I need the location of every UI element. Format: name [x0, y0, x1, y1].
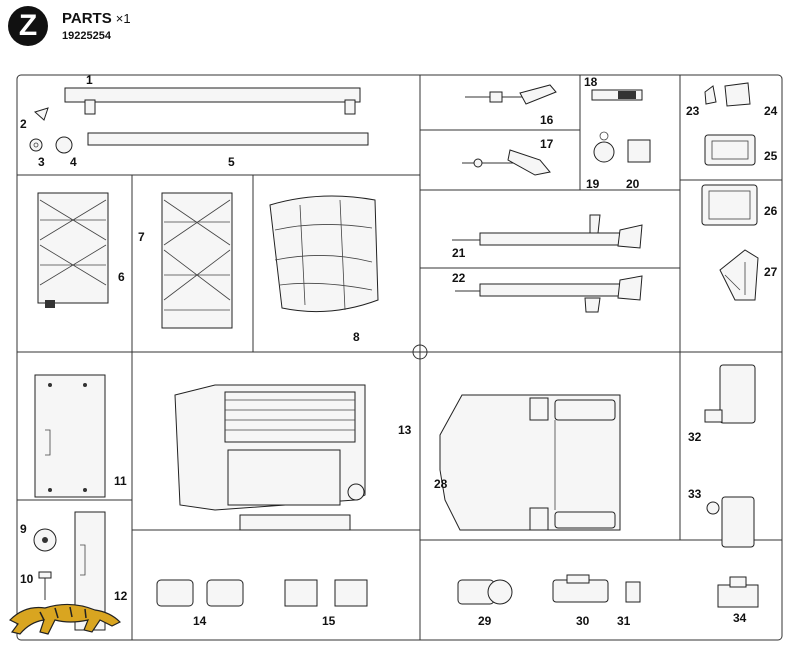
- part-33: [706, 496, 755, 548]
- part-6: [37, 192, 109, 308]
- part-number-18: 18: [584, 75, 598, 89]
- part-21: [452, 214, 643, 249]
- part-number-29: 29: [478, 614, 492, 628]
- part-8: [269, 195, 379, 313]
- part-10: [38, 571, 52, 600]
- sprue-hub: [412, 344, 428, 360]
- quantity-multiplier: ×1: [115, 11, 131, 26]
- part-number-23: 23: [686, 104, 700, 118]
- part-number-25: 25: [764, 149, 778, 163]
- part-number-1: 1: [86, 73, 93, 87]
- part-29: [457, 579, 513, 605]
- part-number-34: 34: [733, 611, 747, 625]
- part-number-7: 7: [138, 230, 145, 244]
- part-number-4: 4: [70, 155, 77, 169]
- part-20: [627, 139, 651, 163]
- part-number-20: 20: [626, 177, 640, 191]
- part-2: [34, 107, 49, 121]
- part-number-6: 6: [118, 270, 125, 284]
- part-number-28: 28: [434, 477, 448, 491]
- part-13: [174, 384, 366, 531]
- part-27: [719, 249, 759, 301]
- page-title: PARTS×1: [62, 10, 131, 27]
- part-1-tab: [344, 99, 356, 115]
- part-26: [701, 184, 758, 226]
- part-number-2: 2: [20, 117, 27, 131]
- sprue-letter-badge: Z: [8, 6, 48, 46]
- part-18: [591, 89, 643, 101]
- part-number-22: 22: [452, 271, 466, 285]
- part-number-13: 13: [398, 423, 412, 437]
- part-24: [724, 82, 751, 107]
- part-number-10: 10: [20, 572, 34, 586]
- part-code: 19225254: [62, 30, 111, 42]
- part-7: [161, 192, 233, 329]
- part-3-hole: [33, 142, 39, 148]
- part-number-11: 11: [114, 474, 127, 488]
- part-31: [625, 581, 641, 603]
- part-28: [439, 394, 621, 531]
- part-number-3: 3: [38, 155, 45, 169]
- part-number-15: 15: [322, 614, 336, 628]
- part-number-32: 32: [688, 430, 702, 444]
- part-number-30: 30: [576, 614, 590, 628]
- part-number-19: 19: [586, 177, 600, 191]
- part-1-tab: [84, 99, 96, 115]
- part-15: [284, 579, 368, 607]
- tiger-logo: [8, 603, 122, 635]
- part-number-8: 8: [353, 330, 360, 344]
- part-number-27: 27: [764, 265, 778, 279]
- part-number-9: 9: [20, 522, 27, 536]
- part-number-24: 24: [764, 104, 778, 118]
- sprue-frame: [16, 74, 783, 641]
- part-4: [55, 136, 73, 154]
- part-16: [465, 84, 557, 105]
- part-14: [156, 579, 244, 607]
- part-number-31: 31: [617, 614, 631, 628]
- part-17: [462, 149, 551, 176]
- part-22: [455, 275, 643, 313]
- part-19: [593, 131, 615, 163]
- part-30: [552, 574, 609, 603]
- part-number-17: 17: [540, 137, 554, 151]
- part-number-21: 21: [452, 246, 466, 260]
- part-number-14: 14: [193, 614, 207, 628]
- part-25: [704, 134, 756, 166]
- part-11: [34, 374, 106, 498]
- part-number-5: 5: [228, 155, 235, 169]
- part-23: [704, 85, 717, 105]
- part-number-12: 12: [114, 589, 128, 603]
- part-9: [33, 528, 57, 552]
- part-3: [29, 138, 43, 152]
- part-34: [717, 576, 759, 608]
- part-number-16: 16: [540, 113, 554, 127]
- part-number-33: 33: [688, 487, 702, 501]
- part-1: [64, 87, 361, 103]
- part-number-26: 26: [764, 204, 778, 218]
- part-32: [704, 364, 756, 424]
- part-5: [87, 132, 369, 146]
- title-text: PARTS: [62, 10, 112, 27]
